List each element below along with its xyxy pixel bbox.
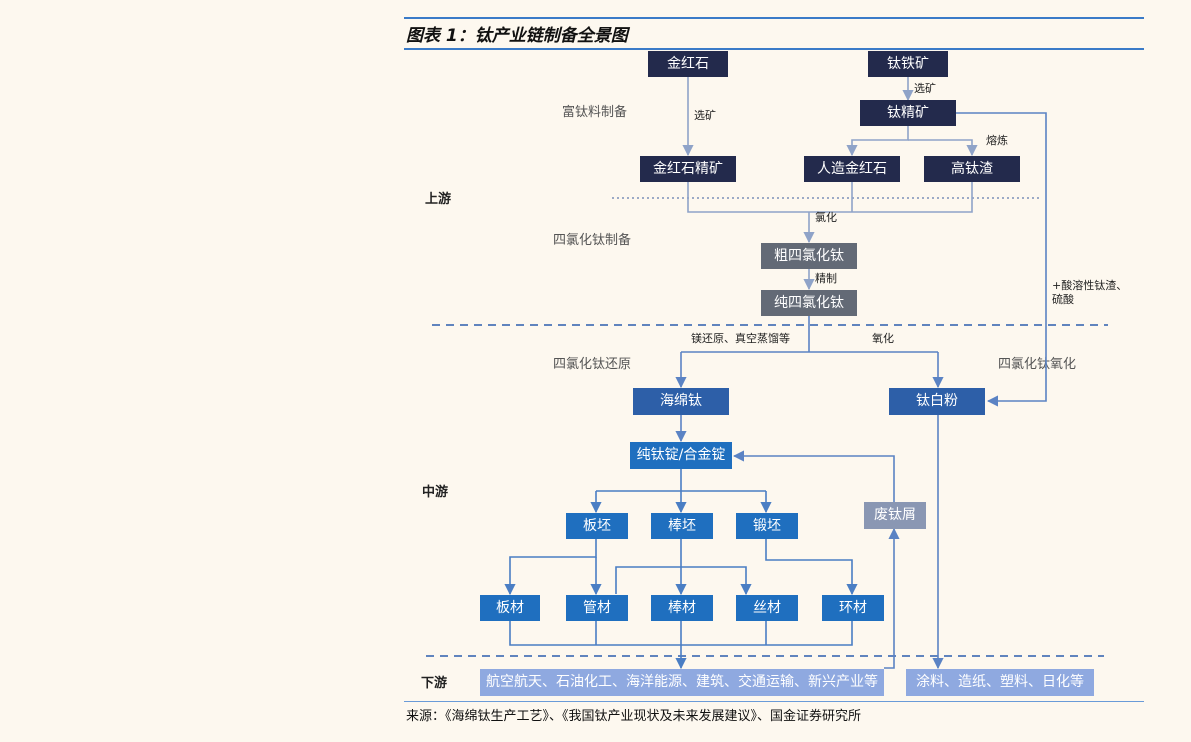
node-bar-billet: 棒坯 [651, 513, 713, 539]
node-downstream-ti: 航空航天、石油化工、海洋能源、建筑、交通运输、新兴产业等 [480, 669, 884, 696]
label-acid-line2: 硫酸 [1052, 292, 1074, 306]
node-pure-ticl4: 纯四氯化钛 [761, 290, 857, 316]
svg-text:板材: 板材 [496, 600, 524, 616]
node-crude-ticl4: 粗四氯化钛 [761, 243, 857, 269]
label-oxidation: 氧化 [872, 331, 894, 345]
svg-text:航空航天、石油化工、海洋能源、建筑、交通运输、新兴产业等: 航空航天、石油化工、海洋能源、建筑、交通运输、新兴产业等 [486, 673, 878, 690]
node-ti-white: 钛白粉 [889, 388, 985, 415]
section-rich-ti: 富钛料制备 [562, 104, 627, 120]
upstream-connectors [682, 77, 978, 291]
svg-text:板坯: 板坯 [583, 518, 611, 534]
node-scrap: 废钛屑 [864, 502, 926, 529]
section-ticl4-reduction: 四氯化钛还原 [553, 357, 631, 372]
midstream-connectors [675, 112, 1047, 502]
label-beneficiation-1: 选矿 [694, 109, 716, 122]
node-forging-billet: 锻坯 [736, 513, 798, 539]
figure-title: 图表 1：钛产业链制备全景图 [406, 26, 628, 46]
node-downstream-white: 涂料、造纸、塑料、日化等 [906, 669, 1094, 696]
svg-text:海绵钛: 海绵钛 [660, 392, 702, 409]
svg-text:纯四氯化钛: 纯四氯化钛 [774, 295, 844, 311]
label-beneficiation-2: 选矿 [914, 82, 936, 95]
label-refining: 精制 [815, 272, 837, 285]
svg-text:钛白粉: 钛白粉 [916, 393, 958, 409]
svg-text:人造金红石: 人造金红石 [817, 161, 887, 177]
label-acid-line1: +酸溶性钛渣、 [1052, 278, 1127, 292]
node-ring: 环材 [822, 595, 884, 621]
label-mg-reduction: 镁还原、真空蒸馏等 [691, 331, 790, 345]
svg-text:金红石: 金红石 [667, 56, 709, 72]
node-sponge-ti: 海绵钛 [633, 388, 729, 415]
svg-text:棒坯: 棒坯 [668, 518, 696, 534]
svg-text:钛铁矿: 钛铁矿 [887, 56, 929, 72]
node-high-ti-slag: 高钛渣 [924, 156, 1020, 182]
source-note: 来源：《海绵钛生产工艺》、《我国钛产业现状及未来发展建议》、国金证券研究所 [406, 709, 862, 724]
svg-text:废钛屑: 废钛屑 [874, 507, 916, 523]
node-ingot: 纯钛锭/合金锭 [630, 442, 732, 469]
node-plate: 板材 [480, 595, 540, 621]
top-rule [404, 17, 1144, 19]
svg-text:管材: 管材 [583, 600, 611, 616]
node-slab: 板坯 [566, 513, 628, 539]
node-ilmenite: 钛铁矿 [868, 51, 948, 77]
svg-text:涂料、造纸、塑料、日化等: 涂料、造纸、塑料、日化等 [916, 673, 1084, 690]
node-wire: 丝材 [736, 595, 798, 621]
svg-text:粗四氯化钛: 粗四氯化钛 [774, 248, 844, 264]
product-connectors [504, 415, 944, 670]
svg-text:钛精矿: 钛精矿 [887, 105, 929, 121]
node-rod: 棒材 [651, 595, 713, 621]
node-tube: 管材 [566, 595, 628, 621]
node-rutile: 金红石 [648, 51, 728, 77]
svg-text:高钛渣: 高钛渣 [951, 160, 993, 177]
label-smelting: 熔炼 [986, 133, 1008, 147]
section-ticl4-oxidation: 四氯化钛氧化 [998, 357, 1076, 372]
node-rutile-concentrate: 金红石精矿 [640, 156, 736, 182]
node-synthetic-rutile: 人造金红石 [804, 156, 900, 182]
stage-downstream: 下游 [421, 675, 447, 691]
label-chlorination: 氯化 [815, 210, 837, 224]
svg-text:金红石精矿: 金红石精矿 [653, 161, 723, 177]
node-ti-concentrate: 钛精矿 [860, 100, 956, 126]
section-ticl4-prep: 四氯化钛制备 [553, 232, 631, 248]
stage-midstream: 中游 [422, 484, 448, 500]
bottom-rule [404, 701, 1144, 702]
svg-text:纯钛锭/合金锭: 纯钛锭/合金锭 [637, 447, 726, 463]
svg-text:锻坯: 锻坯 [753, 518, 781, 534]
svg-text:丝材: 丝材 [753, 600, 781, 616]
stage-upstream: 上游 [425, 191, 451, 207]
svg-text:棒材: 棒材 [668, 600, 696, 616]
title-rule [404, 48, 1144, 50]
svg-text:环材: 环材 [839, 600, 867, 616]
